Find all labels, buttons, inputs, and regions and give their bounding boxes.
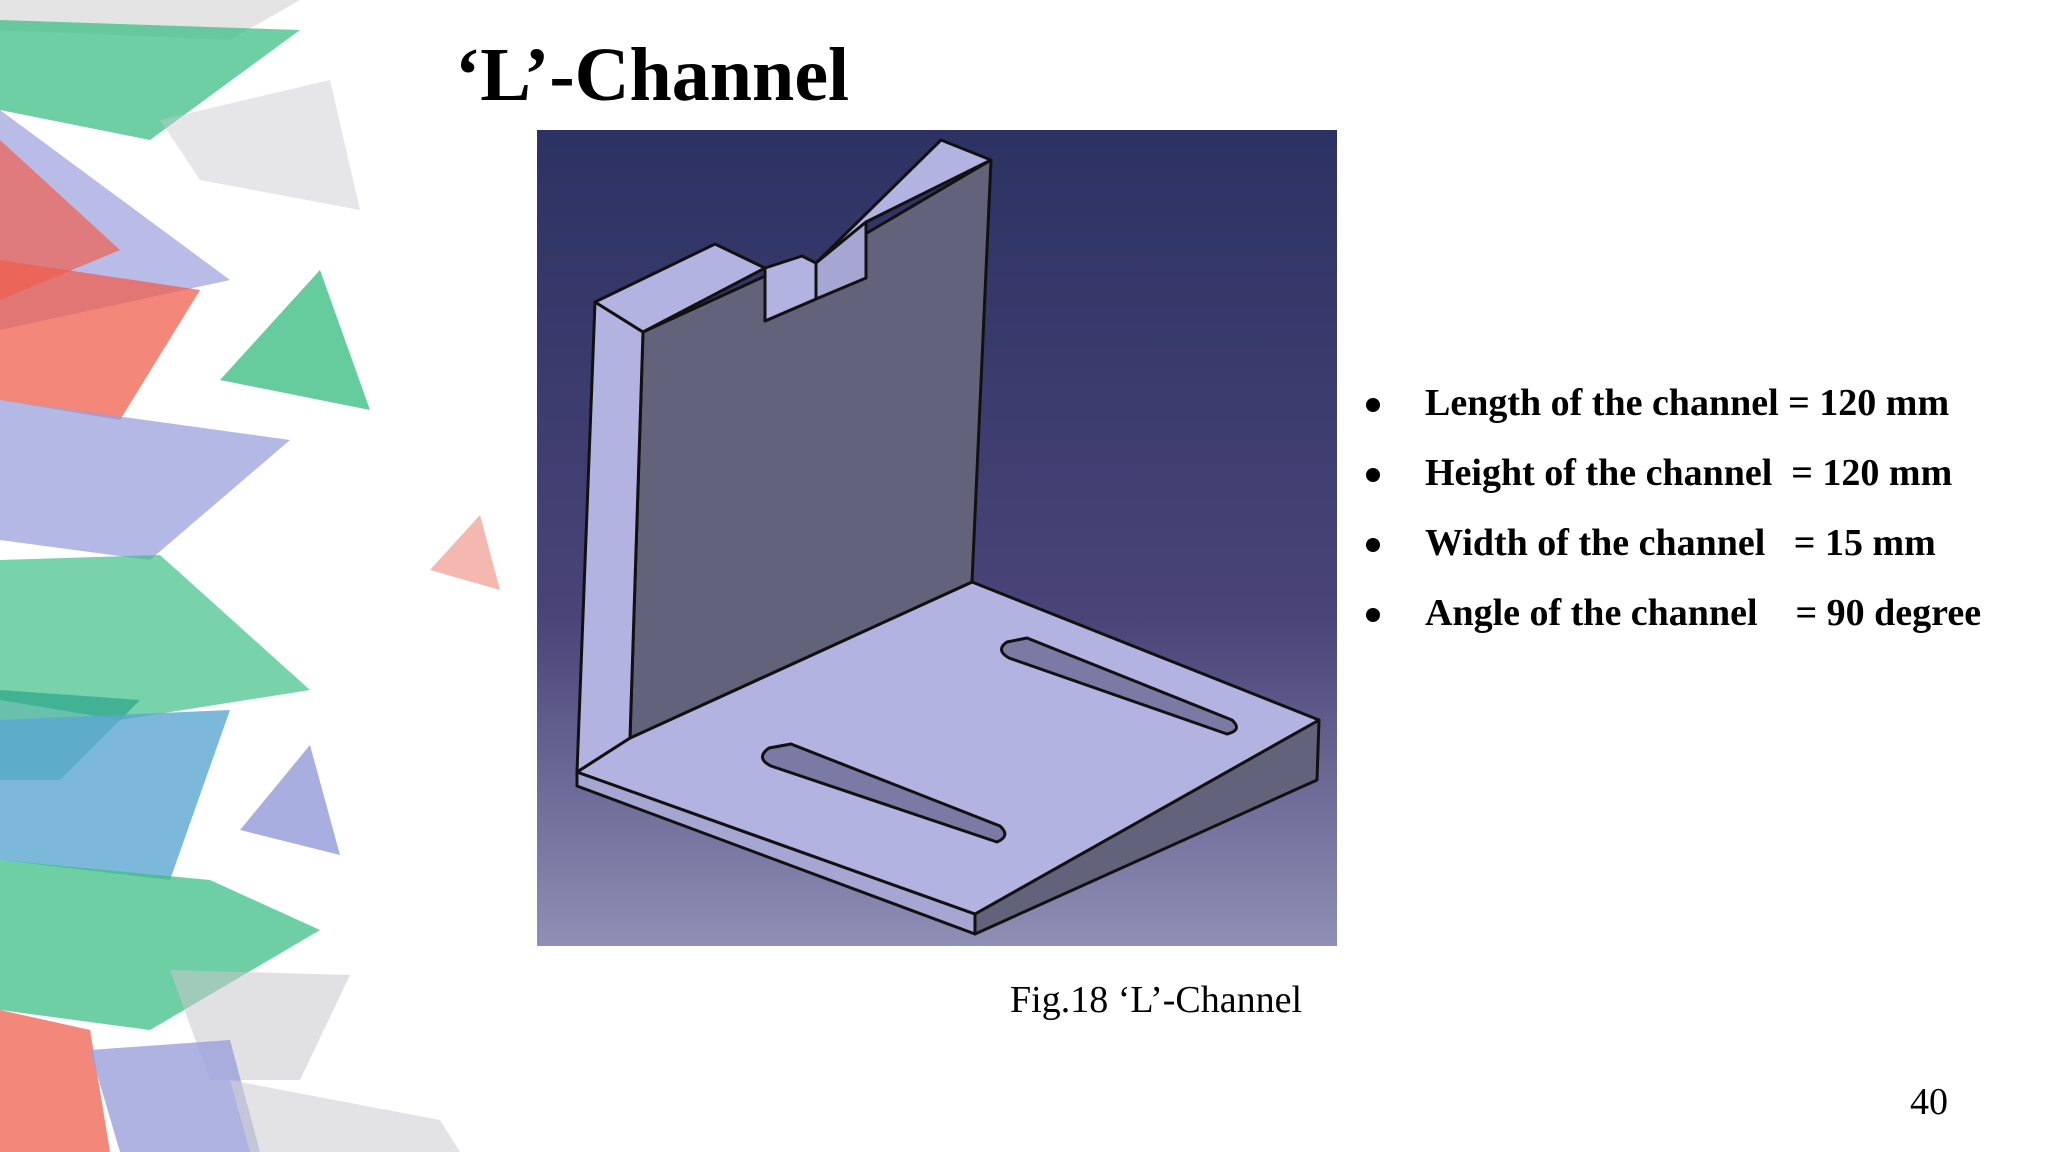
slot-right bbox=[1000, 636, 1238, 736]
decor-shape bbox=[0, 710, 230, 880]
bullet-icon bbox=[1366, 468, 1380, 482]
decor-shape bbox=[240, 745, 340, 855]
page-number: 40 bbox=[1910, 1081, 1948, 1123]
decor-shape bbox=[230, 1080, 460, 1152]
spec-length: Length of the channel = 120 mm bbox=[1425, 382, 1950, 424]
decor-shape bbox=[220, 270, 370, 410]
spec-height: Height of the channel = 120 mm bbox=[1425, 452, 1953, 494]
list-item: Height of the channel = 120 mm bbox=[1360, 446, 1981, 516]
list-item: Width of the channel = 15 mm bbox=[1360, 516, 1981, 586]
decor-shape bbox=[0, 1010, 110, 1152]
spec-angle: Angle of the channel = 90 degree bbox=[1425, 592, 1982, 634]
decor-shape bbox=[0, 860, 320, 1030]
bullet-icon bbox=[1366, 398, 1380, 412]
l-channel-cad-render bbox=[537, 130, 1337, 946]
specification-list: Length of the channel = 120 mm Height of… bbox=[1360, 376, 1981, 656]
decor-shape bbox=[160, 80, 360, 210]
list-item: Length of the channel = 120 mm bbox=[1360, 376, 1981, 446]
decorative-shapes bbox=[0, 0, 500, 1152]
decor-shape bbox=[0, 260, 200, 420]
list-item: Angle of the channel = 90 degree bbox=[1360, 586, 1981, 656]
notch-step-face bbox=[814, 220, 868, 301]
slot-left bbox=[761, 742, 1007, 844]
decor-shape bbox=[0, 555, 310, 720]
decor-shape bbox=[0, 400, 290, 560]
decor-shape bbox=[0, 140, 120, 300]
decor-shape bbox=[0, 20, 300, 140]
figure-caption: Fig.18 ‘L’-Channel bbox=[1010, 979, 1303, 1021]
bullet-icon bbox=[1366, 608, 1380, 622]
spec-width: Width of the channel = 15 mm bbox=[1425, 522, 1936, 564]
decor-shape bbox=[430, 515, 500, 590]
slide-title: ‘L’-Channel bbox=[455, 33, 850, 117]
bullet-icon bbox=[1366, 538, 1380, 552]
decor-shape bbox=[90, 1040, 260, 1152]
